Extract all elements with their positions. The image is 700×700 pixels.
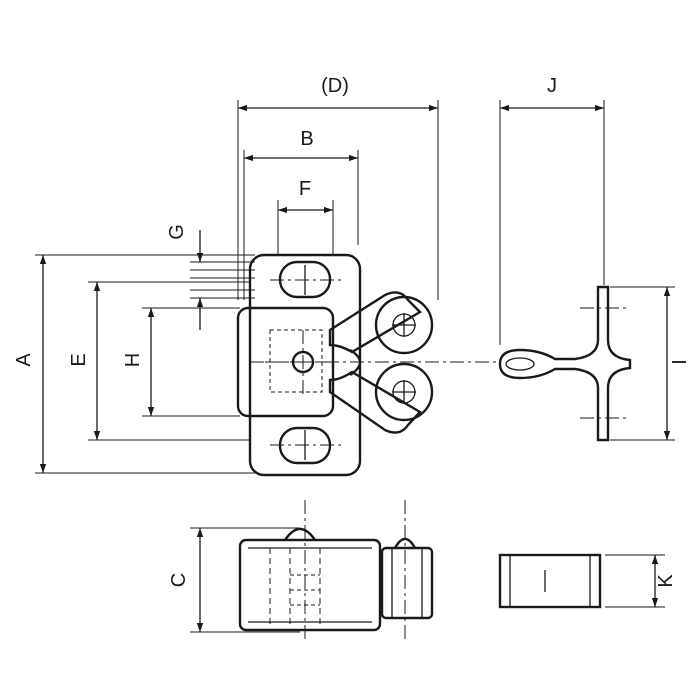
label-F: F <box>299 178 311 200</box>
strike-side-view <box>498 285 632 442</box>
label-B: B <box>300 128 313 150</box>
label-I: I <box>669 359 691 365</box>
lower-roller-arm <box>328 370 422 434</box>
front-view-catch <box>236 253 500 477</box>
label-G: G <box>166 224 188 240</box>
side-roller <box>380 546 434 620</box>
strike-front <box>498 553 602 609</box>
label-J: J <box>547 75 557 97</box>
upper-roller <box>374 295 434 355</box>
label-D: (D) <box>321 75 349 97</box>
side-body <box>238 538 382 632</box>
side-view-catch <box>238 500 434 640</box>
label-H: H <box>122 353 144 367</box>
label-A: A <box>13 353 35 367</box>
side-screw-head <box>284 527 316 541</box>
strike-plate-profile <box>498 285 632 442</box>
label-K: K <box>655 574 677 588</box>
label-C: C <box>168 573 190 587</box>
upper-roller-arm <box>328 291 422 354</box>
strike-front-view <box>498 553 602 609</box>
lower-roller <box>374 362 434 422</box>
label-E: E <box>68 353 90 366</box>
dimension-lines <box>35 100 675 633</box>
